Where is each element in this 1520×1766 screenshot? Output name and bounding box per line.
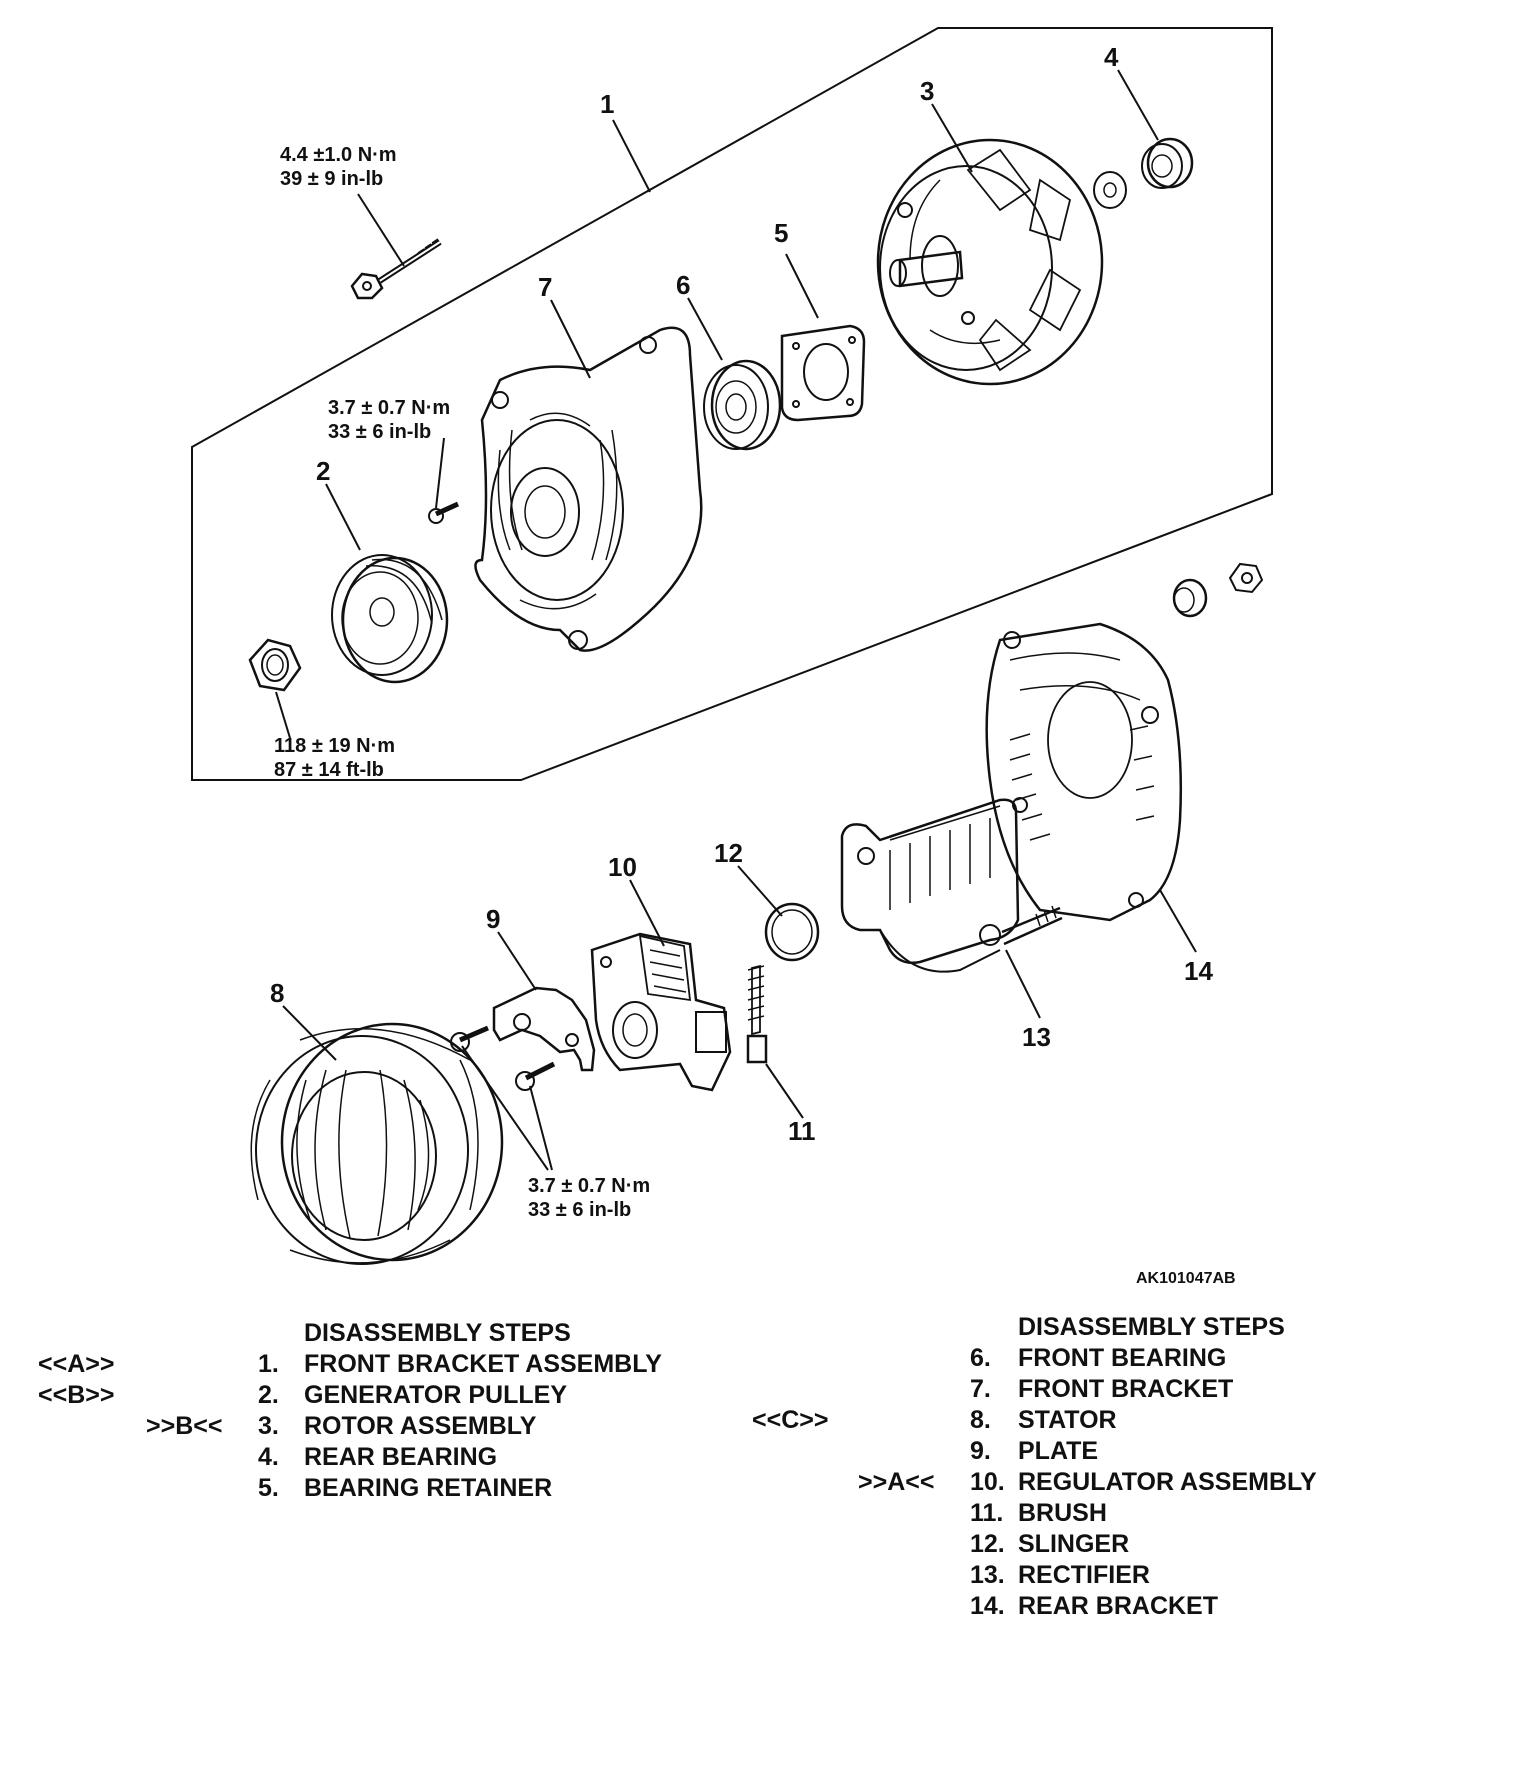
- stator: [250, 1022, 504, 1265]
- rectifier: [840, 798, 1063, 973]
- assembly-1-outline: [191, 27, 1273, 781]
- callout-9: 9: [486, 904, 500, 934]
- callout-2: 2: [316, 456, 330, 486]
- callout-labels: 1 2 3 4 5 6 7 8 9 10 11 12 13 14: [270, 42, 1213, 1146]
- step-number: 12.: [970, 1530, 1005, 1558]
- step-mark: >>B<<: [146, 1412, 223, 1440]
- step-name: FRONT BRACKET: [1018, 1375, 1234, 1403]
- step-item: 7. FRONT BRACKET: [0, 1374, 1500, 1405]
- front-bearing: [703, 359, 782, 451]
- step-name: BEARING RETAINER: [304, 1474, 553, 1502]
- torque-plate-metric: 3.7 ± 0.7 N·m: [528, 1175, 650, 1197]
- torque-nut-metric: 118 ± 19 N·m: [274, 735, 395, 757]
- step-mark: <<A>>: [38, 1350, 115, 1378]
- step-item: <<C>> 8. STATOR: [0, 1405, 1500, 1436]
- step-name: REAR BEARING: [304, 1443, 498, 1471]
- steps-heading: DISASSEMBLY STEPS: [0, 1318, 720, 1349]
- callout-7: 7: [538, 272, 552, 302]
- torque-bolt-imperial: 39 ± 9 in-lb: [280, 168, 383, 190]
- step-number: 13.: [970, 1561, 1005, 1589]
- rotor-assembly: [876, 138, 1104, 386]
- brush: [746, 964, 768, 1064]
- step-item: <<A>> 1. FRONT BRACKET ASSEMBLY: [0, 1349, 720, 1380]
- step-name: RECTIFIER: [1018, 1561, 1150, 1589]
- step-name: REAR BRACKET: [1018, 1592, 1218, 1620]
- rear-bracket: [985, 622, 1183, 922]
- terminal-nut: [1172, 562, 1264, 618]
- steps-heading-label: DISASSEMBLY STEPS: [1018, 1313, 1285, 1341]
- rear-bearing: [1093, 137, 1194, 209]
- torque-nut-imperial: 87 ± 14 ft-lb: [274, 759, 384, 781]
- pulley-nut: [248, 638, 302, 692]
- figure-id: AK101047AB: [1136, 1270, 1236, 1287]
- step-number: 10.: [970, 1468, 1005, 1496]
- callout-11: 11: [788, 1116, 816, 1146]
- step-number: 14.: [970, 1592, 1005, 1620]
- through-bolt: [350, 238, 442, 300]
- step-item: >>B<< 3. ROTOR ASSEMBLY: [0, 1411, 720, 1442]
- step-item: 14. REAR BRACKET: [0, 1591, 1500, 1622]
- callout-12: 12: [714, 838, 743, 868]
- step-name: FRONT BEARING: [1018, 1344, 1227, 1372]
- step-item: >>A<< 10. REGULATOR ASSEMBLY: [0, 1467, 1500, 1498]
- step-item: 13. RECTIFIER: [0, 1560, 1500, 1591]
- step-name: BRUSH: [1018, 1499, 1107, 1527]
- step-number: 5.: [258, 1474, 279, 1502]
- step-number: 8.: [970, 1406, 991, 1434]
- torque-screw-imperial: 33 ± 6 in-lb: [328, 421, 431, 443]
- torque-plate-imperial: 33 ± 6 in-lb: [528, 1199, 631, 1221]
- plate-screws: [450, 1025, 556, 1091]
- regulator-assembly: [590, 932, 732, 1092]
- plate: [492, 986, 596, 1072]
- step-number: 7.: [970, 1375, 991, 1403]
- generator-pulley: [331, 554, 449, 684]
- step-number: 11.: [970, 1499, 1004, 1527]
- step-number: 2.: [258, 1381, 279, 1409]
- step-number: 4.: [258, 1443, 279, 1471]
- step-name: FRONT BRACKET ASSEMBLY: [304, 1350, 662, 1378]
- step-number: 1.: [258, 1350, 279, 1378]
- steps-heading-label: DISASSEMBLY STEPS: [304, 1319, 571, 1347]
- callout-8: 8: [270, 978, 284, 1008]
- step-mark: >>A<<: [858, 1468, 935, 1496]
- bearing-retainer: [780, 324, 866, 422]
- step-name: GENERATOR PULLEY: [304, 1381, 567, 1409]
- step-number: 6.: [970, 1344, 991, 1372]
- callout-4: 4: [1104, 42, 1119, 72]
- step-name: STATOR: [1018, 1406, 1117, 1434]
- torque-screw-metric: 3.7 ± 0.7 N·m: [328, 397, 450, 419]
- step-number: 3.: [258, 1412, 279, 1440]
- step-name: PLATE: [1018, 1437, 1099, 1465]
- callout-10: 10: [608, 852, 637, 882]
- slinger: [764, 902, 820, 962]
- step-item: 5. BEARING RETAINER: [0, 1473, 720, 1504]
- callout-5: 5: [774, 218, 788, 248]
- step-mark: <<B>>: [38, 1381, 115, 1409]
- torque-bolt-metric: 4.4 ±1.0 N·m: [280, 144, 397, 166]
- step-item: 9. PLATE: [0, 1436, 1500, 1467]
- disassembly-steps-right: DISASSEMBLY STEPS 6. FRONT BEARING 7. FR…: [0, 1312, 1500, 1622]
- callout-14: 14: [1184, 956, 1213, 986]
- step-item: 6. FRONT BEARING: [0, 1343, 1500, 1374]
- leader-lines: [275, 69, 1197, 1171]
- disassembly-steps-left: DISASSEMBLY STEPS <<A>> 1. FRONT BRACKET…: [0, 1318, 720, 1504]
- callout-6: 6: [676, 270, 690, 300]
- front-bracket: [474, 326, 703, 652]
- step-item: <<B>> 2. GENERATOR PULLEY: [0, 1380, 720, 1411]
- callout-1: 1: [600, 89, 614, 119]
- exploded-view-diagram: 1 2 3 4 5 6 7 8 9 10 11 12 13 14 4.4 ±1.…: [191, 27, 1273, 1287]
- step-mark: <<C>>: [752, 1406, 829, 1434]
- torque-labels: 4.4 ±1.0 N·m 39 ± 9 in-lb 3.7 ± 0.7 N·m …: [274, 144, 650, 1221]
- front-bracket-screw: [428, 501, 460, 524]
- callout-3: 3: [920, 76, 934, 106]
- step-name: REGULATOR ASSEMBLY: [1018, 1468, 1317, 1496]
- step-name: SLINGER: [1018, 1530, 1130, 1558]
- step-item: 12. SLINGER: [0, 1529, 1500, 1560]
- step-item: 11. BRUSH: [0, 1498, 1500, 1529]
- step-name: ROTOR ASSEMBLY: [304, 1412, 537, 1440]
- step-number: 9.: [970, 1437, 991, 1465]
- callout-13: 13: [1022, 1022, 1051, 1052]
- step-item: 4. REAR BEARING: [0, 1442, 720, 1473]
- steps-heading: DISASSEMBLY STEPS: [0, 1312, 1500, 1343]
